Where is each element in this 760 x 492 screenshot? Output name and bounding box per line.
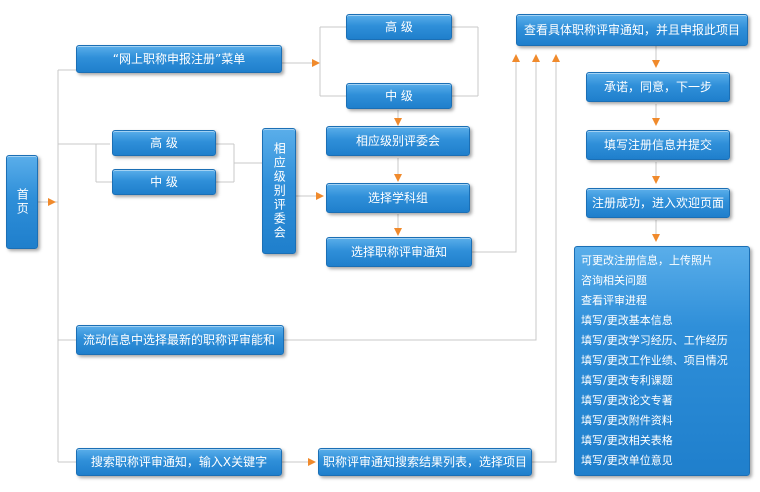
search-notice-label: 搜索职称评审通知，输入X关键字 — [90, 454, 268, 469]
function-item: 填写/更改工作业绩、项目情况 — [581, 354, 728, 367]
middle-left-node: 中 级 — [112, 169, 216, 195]
function-item: 可更改注册信息，上传照片 — [581, 254, 713, 267]
function-item: 填写/更改学习经历、工作经历 — [581, 334, 728, 347]
promise-node: 承诺，同意，下一步 — [586, 72, 730, 102]
middle-left-label: 中 级 — [150, 174, 178, 189]
middle-top-node: 中 级 — [346, 83, 452, 109]
function-item: 咨询相关问题 — [581, 274, 647, 287]
function-item: 填写/更改基本信息 — [581, 314, 673, 327]
committee-vertical-label: 相应级别评委会 — [272, 142, 287, 240]
function-item: 填写/更改附件资料 — [581, 414, 673, 427]
senior-top-node: 高 级 — [346, 14, 452, 40]
function-item: 填写/更改论文专著 — [581, 394, 673, 407]
search-results-label: 职称评审通知搜索结果列表，选择项目 — [322, 454, 527, 469]
committee-node: 相应级别评委会 — [326, 126, 470, 156]
search-results-node: 职称评审通知搜索结果列表，选择项目 — [318, 448, 532, 476]
menu-register-label: “网上职称申报注册”菜单 — [112, 51, 246, 66]
select-notice-label: 选择职称评审通知 — [350, 244, 447, 259]
senior-left-node: 高 级 — [112, 130, 216, 156]
select-notice-node: 选择职称评审通知 — [326, 237, 472, 267]
scroll-info-node: 流动信息中选择最新的职称评审能和 — [76, 325, 284, 355]
view-notice-label: 查看具体职称评审通知，并且申报此项目 — [523, 22, 740, 37]
success-node: 注册成功，进入欢迎页面 — [586, 188, 730, 218]
function-item: 填写/更改专利课题 — [581, 374, 673, 387]
fill-submit-node: 填写注册信息并提交 — [586, 130, 730, 160]
select-group-label: 选择学科组 — [367, 190, 428, 205]
scroll-info-label: 流动信息中选择最新的职称评审能和 — [83, 332, 276, 347]
senior-top-label: 高 级 — [385, 19, 413, 34]
view-notice-node: 查看具体职称评审通知，并且申报此项目 — [516, 14, 748, 46]
success-label: 注册成功，进入欢迎页面 — [591, 195, 724, 210]
function-item: 填写/更改相关表格 — [581, 434, 673, 447]
committee-vertical-node: 相应级别评委会 — [262, 128, 296, 254]
middle-top-label: 中 级 — [385, 88, 413, 103]
menu-register-node: “网上职称申报注册”菜单 — [76, 45, 282, 73]
senior-left-label: 高 级 — [150, 135, 178, 150]
committee-label: 相应级别评委会 — [355, 133, 440, 148]
select-group-node: 选择学科组 — [326, 183, 470, 213]
home-label: 首页 — [15, 188, 30, 216]
functions-list: 可更改注册信息，上传照片 咨询相关问题 查看评审进程 填写/更改基本信息 填写/… — [574, 246, 750, 476]
fill-submit-label: 填写注册信息并提交 — [603, 137, 712, 152]
function-item: 填写/更改单位意见 — [581, 454, 673, 467]
search-notice-node: 搜索职称评审通知，输入X关键字 — [76, 448, 282, 476]
home-node: 首页 — [6, 155, 38, 249]
promise-label: 承诺，同意，下一步 — [603, 79, 712, 94]
function-item: 查看评审进程 — [581, 294, 647, 307]
